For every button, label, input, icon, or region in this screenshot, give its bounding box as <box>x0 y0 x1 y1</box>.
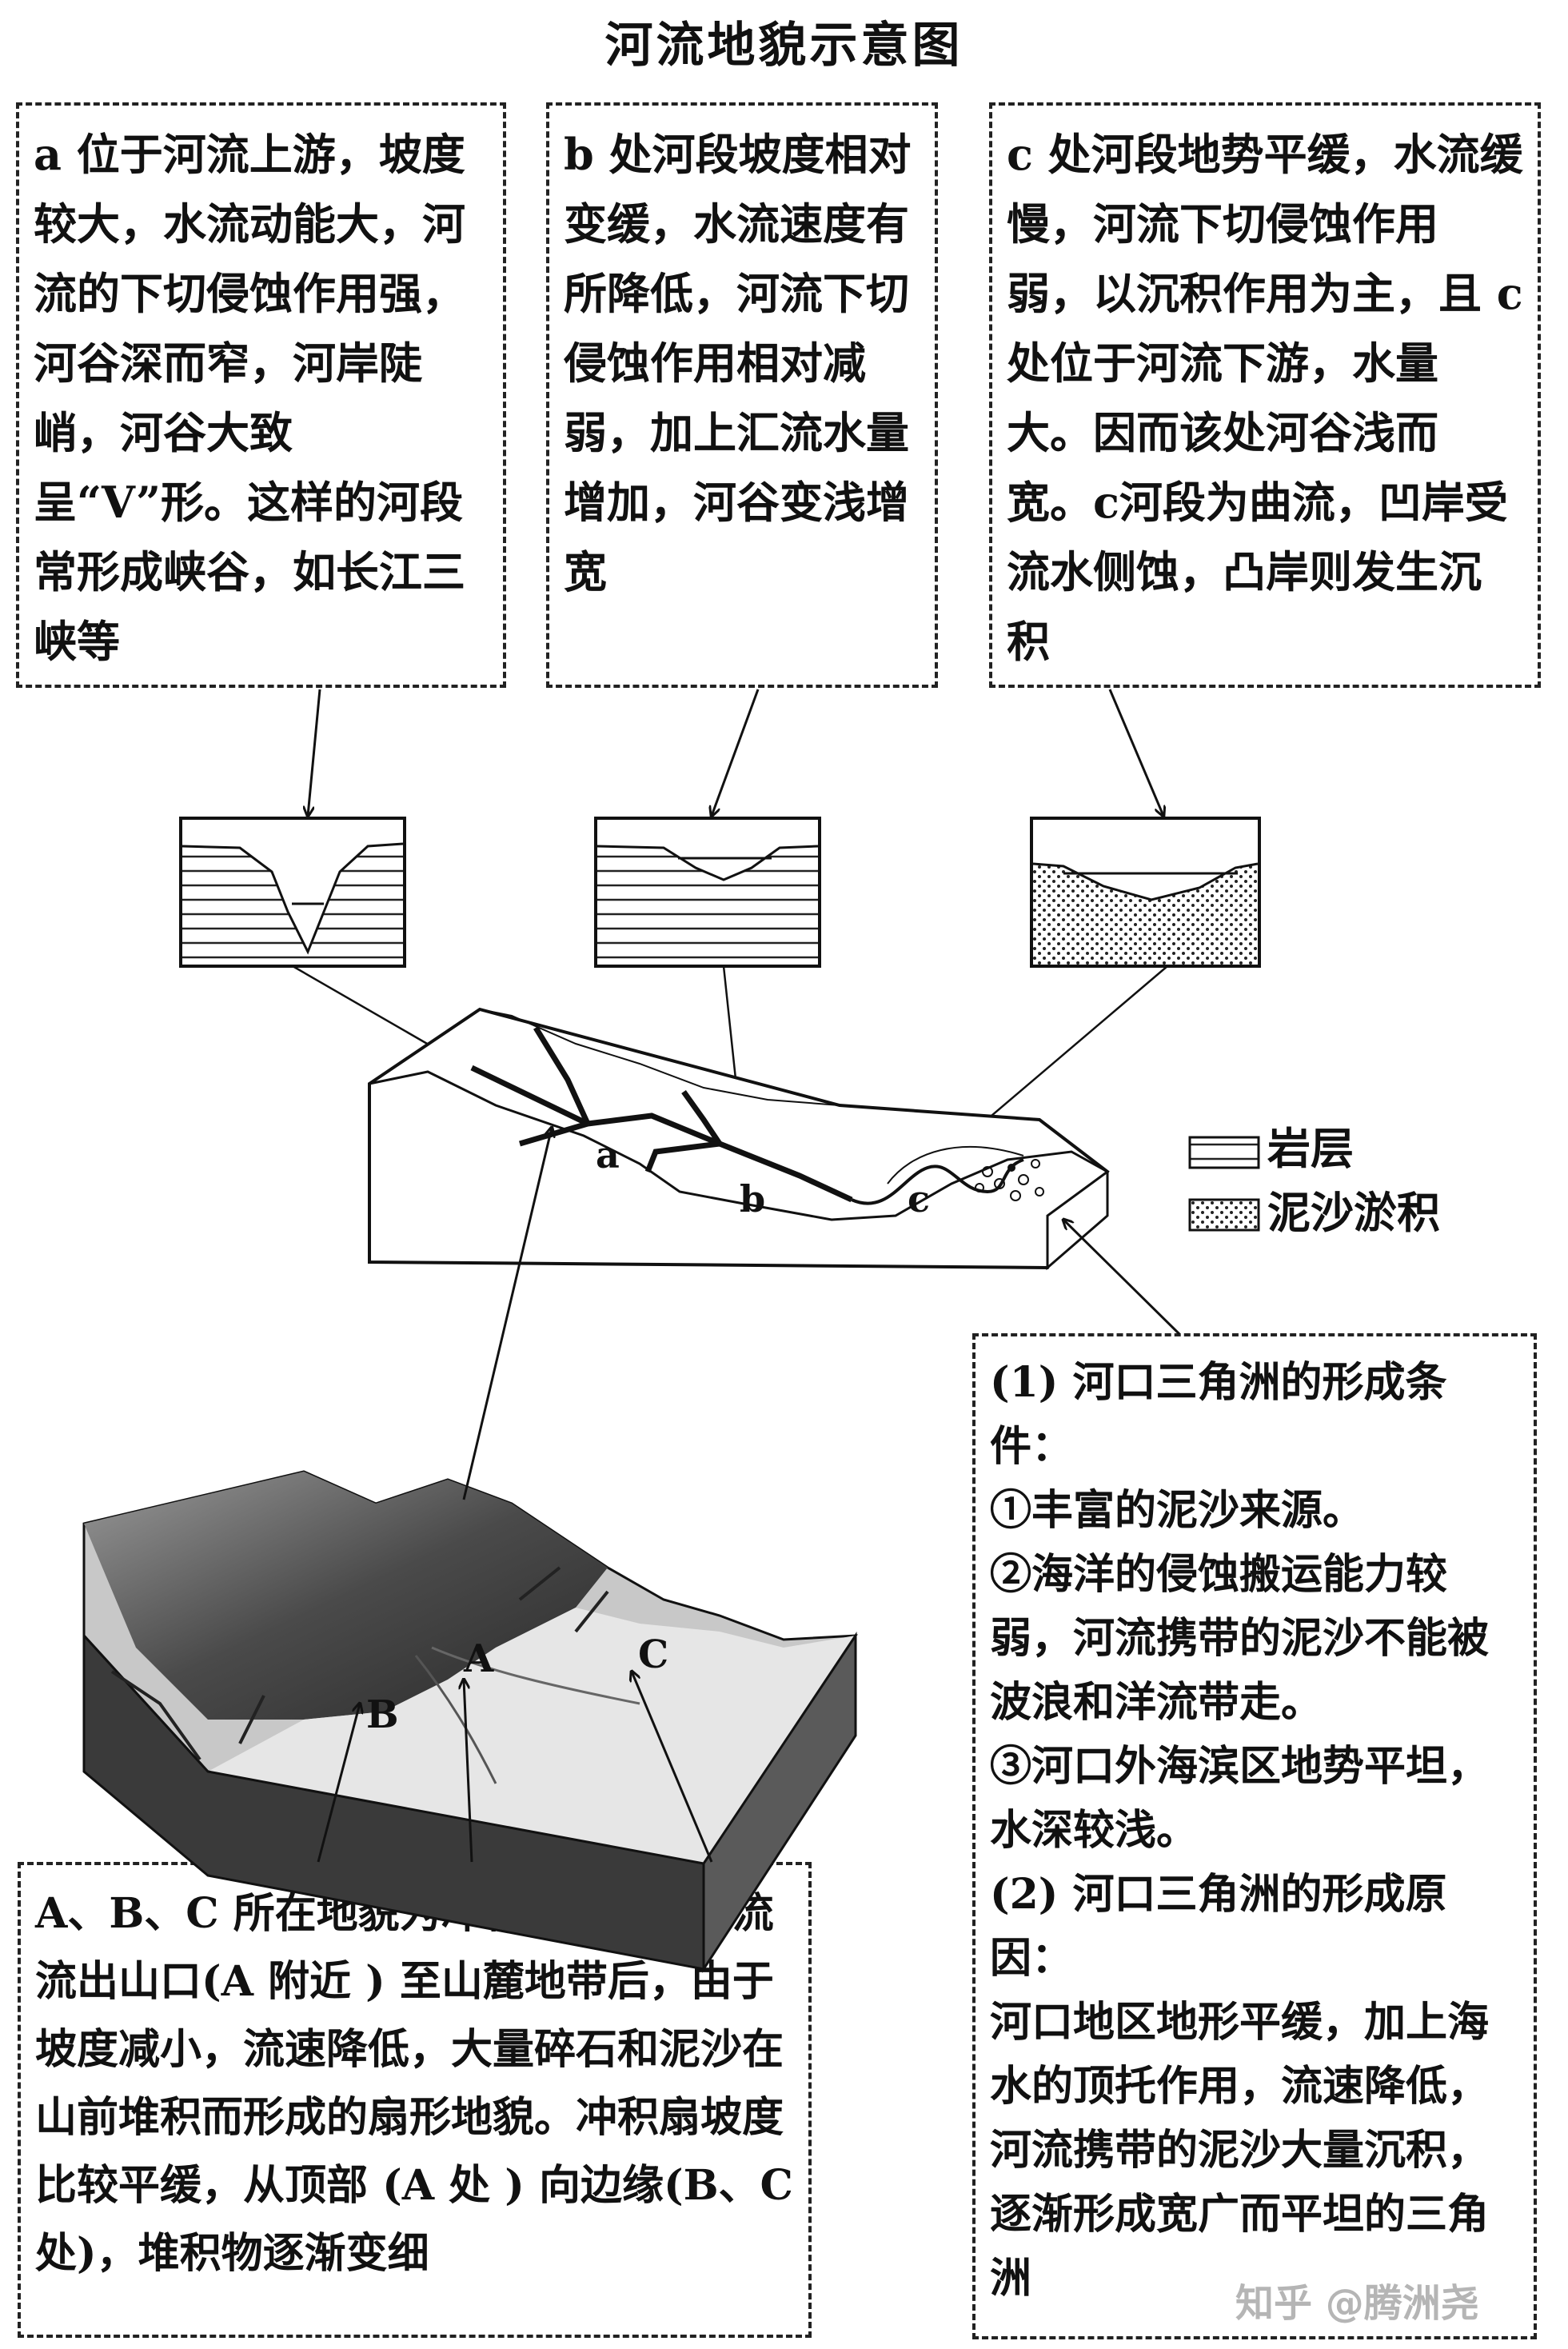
arrow-fan-to-a <box>462 1128 552 1500</box>
legend-sediment-label: 泥沙淤积 <box>1267 1188 1440 1238</box>
alluvial-fan-terrain <box>82 1470 858 1974</box>
river-basin-block <box>368 1007 1110 1271</box>
arrow-box-to-B <box>317 1704 360 1863</box>
arrow-box-to-A <box>464 1680 473 1863</box>
label-B: B <box>366 1692 399 1737</box>
label-b: b <box>740 1177 765 1220</box>
legend-sediment-swatch <box>1188 1198 1260 1232</box>
watermark: 知乎 @腾洲尧 <box>1235 2281 1479 2326</box>
arrow-c-to-section <box>1108 689 1163 816</box>
arrow-delta <box>1063 1220 1181 1336</box>
arrow-box-to-C <box>632 1672 713 1863</box>
legend-rock-label: 岩层 <box>1267 1124 1354 1174</box>
arrow-a-to-section <box>308 689 321 816</box>
arrow-b-to-section <box>712 689 760 816</box>
label-c: c <box>908 1177 930 1220</box>
label-a: a <box>596 1133 620 1176</box>
cross-section-b <box>594 817 821 968</box>
note-upstream-a: a 位于河流上游，坡度较大，水流动能大，河流的下切侵蚀作用强，河谷深而窄，河岸陡… <box>16 102 506 688</box>
note-delta: (1) 河口三角洲的形成条件： ①丰富的泥沙来源。 ②海洋的侵蚀搬运能力较弱，河… <box>972 1333 1537 2339</box>
note-midstream-b: b 处河段坡度相对变缓，水流速度有所降低，河流下切侵蚀作用相对减弱，加上汇流水量… <box>546 102 938 688</box>
label-A: A <box>463 1636 494 1681</box>
page-title: 河流地貌示意图 <box>604 18 964 74</box>
cross-section-c <box>1030 817 1261 968</box>
label-C: C <box>638 1632 668 1677</box>
note-downstream-c: c 处河段地势平缓，水流缓慢，河流下切侵蚀作用弱，以沉积作用为主，且 c 处位于… <box>989 102 1541 688</box>
legend-rock-swatch <box>1188 1136 1260 1169</box>
legend: 岩层 泥沙淤积 <box>1188 1124 1440 1238</box>
cross-section-a <box>179 817 406 968</box>
